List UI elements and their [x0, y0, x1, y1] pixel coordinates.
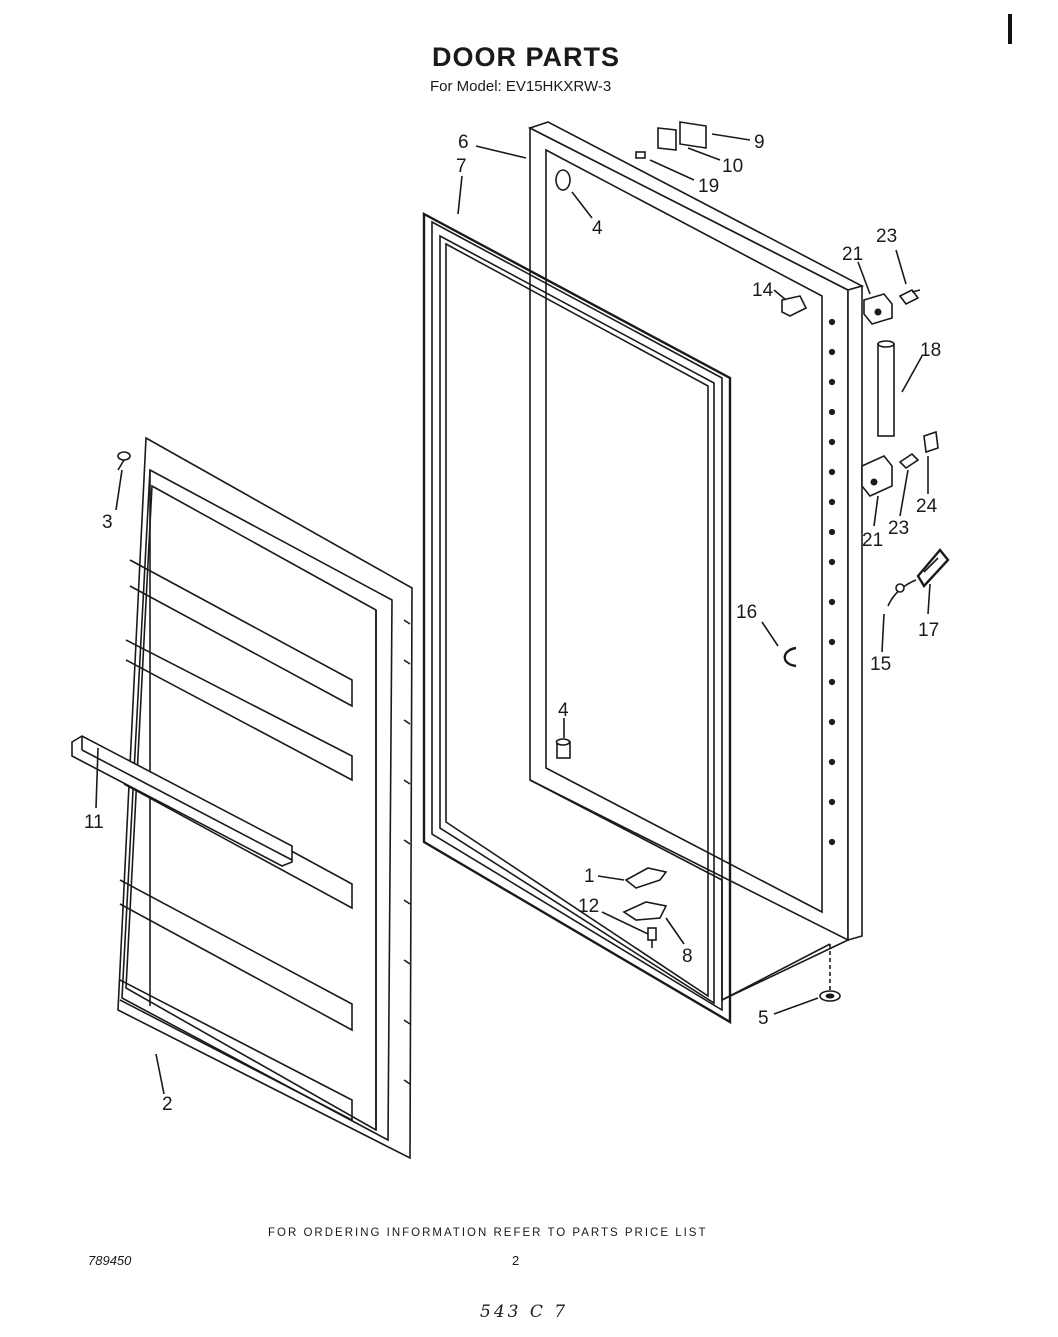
bracket-part-1 [624, 867, 668, 889]
document-number: 789450 [88, 1253, 132, 1268]
callout-10: 10 [722, 156, 743, 177]
handle-part-17 [916, 548, 950, 588]
callout-7: 7 [456, 156, 467, 177]
outer-door-panel [527, 121, 865, 1002]
callout-11: 11 [84, 812, 104, 833]
leader-lines [95, 133, 931, 1095]
callout-4-top: 4 [592, 218, 603, 239]
cover-part-9 [679, 121, 707, 149]
liner-edge-marks [403, 619, 411, 1085]
callout-21-bottom: 21 [862, 530, 883, 551]
plate-part-10 [657, 127, 677, 151]
callout-14: 14 [752, 280, 774, 301]
hinge-part-21-bottom [861, 455, 893, 497]
screw-part-3 [117, 451, 131, 471]
callout-8: 8 [682, 946, 693, 967]
bracket-part-14 [781, 295, 808, 317]
page-number: 2 [512, 1253, 520, 1268]
door-shelf-bar [71, 735, 293, 867]
clip-part-16 [783, 646, 797, 668]
callout-15: 15 [870, 654, 891, 675]
callout-5: 5 [758, 1008, 769, 1029]
hinge-part-21-top [863, 293, 893, 325]
screw-part-23-top [898, 288, 921, 306]
ordering-note: FOR ORDERING INFORMATION REFER TO PARTS … [268, 1227, 708, 1239]
screw-part-12 [647, 927, 657, 948]
screw-part-23-bottom [898, 452, 920, 470]
callout-17: 17 [918, 620, 939, 641]
callout-23-bottom: 23 [888, 518, 909, 539]
callout-4-bottom: 4 [558, 700, 569, 721]
door-gasket [422, 211, 732, 1025]
callout-labels: 6 7 9 10 19 4 23 21 14 18 3 24 21 23 17 … [84, 132, 941, 1115]
callout-6: 6 [458, 132, 469, 153]
plug-part-19 [635, 151, 646, 159]
callout-21-top: 21 [842, 244, 863, 265]
handwritten-note: 543 C 7 [480, 1302, 569, 1322]
bottom-bumper [555, 738, 571, 759]
rod-part-18 [877, 340, 895, 437]
callout-3: 3 [102, 512, 113, 533]
callout-1: 1 [584, 866, 595, 887]
cap-part-24 [923, 430, 939, 454]
callout-16: 16 [736, 602, 757, 623]
callout-12: 12 [578, 896, 599, 917]
callout-2: 2 [162, 1094, 173, 1115]
callout-24: 24 [916, 496, 938, 517]
callout-23-top: 23 [876, 226, 897, 247]
inner-door-liner [117, 436, 413, 1160]
page-title: DOOR PARTS [432, 42, 621, 72]
corner-mark [1008, 14, 1012, 44]
callout-9: 9 [754, 132, 765, 153]
foot-part-5 [819, 944, 841, 1002]
callout-19: 19 [698, 176, 719, 197]
hinge-plate-part-8 [622, 901, 668, 921]
callout-18: 18 [920, 340, 941, 361]
hinge-holes [828, 318, 836, 846]
model-subtitle: For Model: EV15HKXRW-3 [430, 78, 612, 95]
